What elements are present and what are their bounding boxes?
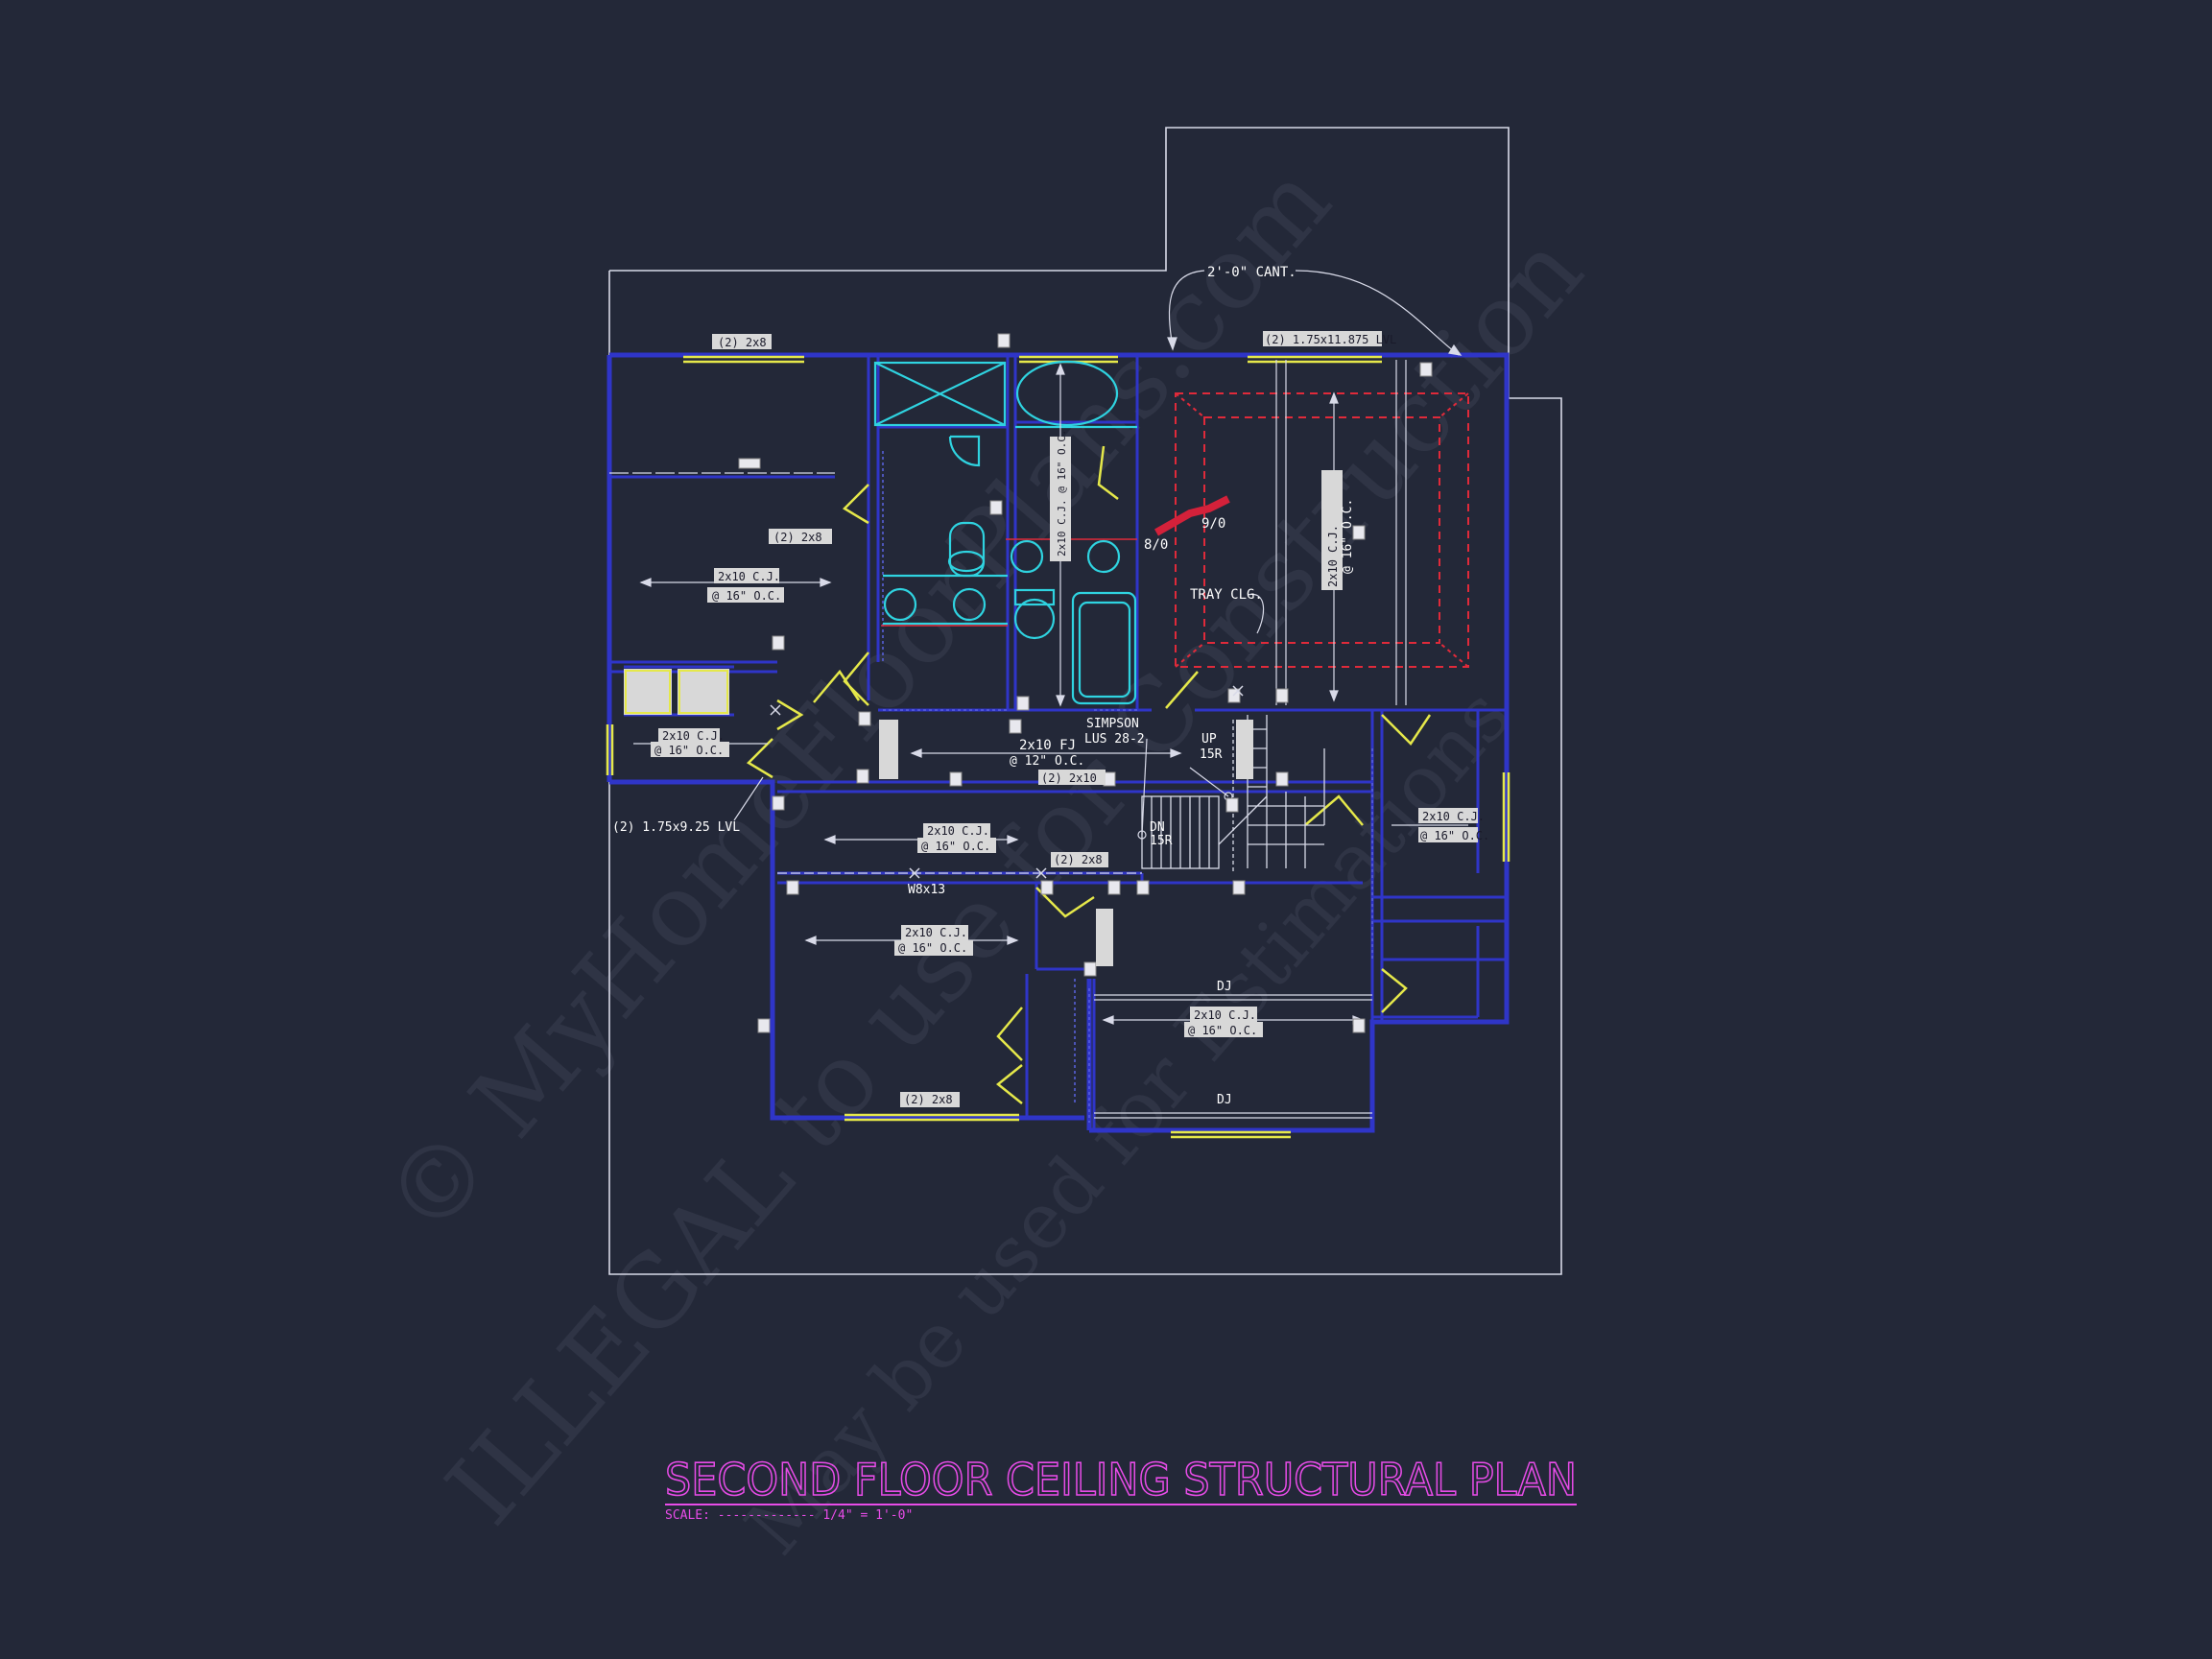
label-d8: 8/0 bbox=[1144, 537, 1168, 553]
leader-lines bbox=[733, 270, 1463, 840]
bath-fixtures bbox=[873, 360, 1137, 705]
label-bath-cj: 2x10 C.J. @ 16" O.C. bbox=[1056, 430, 1068, 557]
label-cj-left-small: 2x10 C.J. bbox=[662, 729, 725, 743]
label-cj-br: 2x10 C.J. bbox=[1194, 1008, 1256, 1022]
window-headers bbox=[606, 355, 1510, 1139]
label-hdr-2x8-mid: (2) 2x8 bbox=[1054, 853, 1103, 866]
label-lvl-top: (2) 1.75x11.875 LVL bbox=[1265, 333, 1396, 346]
label-dn: DN bbox=[1150, 820, 1165, 835]
label-cj-tl: 2x10 C.J. bbox=[718, 570, 780, 583]
label-cj-rmid-oc: @ 16" O.C. bbox=[1420, 829, 1489, 842]
hatched-walls bbox=[882, 451, 1373, 1123]
label-cj-tl-oc: @ 16" O.C. bbox=[712, 589, 781, 603]
column-markers bbox=[770, 685, 1244, 879]
label-right-cj: 2x10 C.J. bbox=[1326, 525, 1340, 587]
callout-boxes bbox=[624, 331, 1478, 1107]
label-hdr-l: (2) 2x8 bbox=[773, 531, 822, 544]
label-cj-left-small-oc: @ 16" O.C. bbox=[654, 744, 724, 757]
drawing-scale: SCALE: ------------- 1/4" = 1'-0" bbox=[665, 1508, 913, 1523]
label-cj-bl: 2x10 C.J. bbox=[905, 926, 967, 939]
label-cj-mid-oc: @ 16" O.C. bbox=[921, 840, 990, 853]
label-up: UP bbox=[1201, 732, 1217, 747]
label-dj-top: DJ bbox=[1217, 980, 1232, 994]
label-cj-bl-oc: @ 16" O.C. bbox=[898, 941, 967, 955]
vertical-callouts bbox=[879, 437, 1343, 966]
beam-lines bbox=[609, 360, 1407, 1119]
label-fj: 2x10 FJ bbox=[1019, 738, 1076, 753]
door-swings bbox=[746, 445, 1432, 1104]
label-hdr-bl: (2) 2x8 bbox=[904, 1093, 953, 1106]
label-hdr-mid: (2) 2x10 bbox=[1041, 771, 1097, 785]
tray-ceiling bbox=[1154, 392, 1469, 668]
label-fj-oc: @ 12" O.C. bbox=[1010, 754, 1084, 769]
label-cant: 2'-0" CANT. bbox=[1207, 265, 1296, 280]
label-cj-rmid: 2x10 C.J. bbox=[1422, 810, 1485, 823]
label-dj-bot: DJ bbox=[1217, 1093, 1232, 1107]
label-tray: TRAY CLG. bbox=[1190, 587, 1263, 603]
drawing-title: SECOND FLOOR CEILING STRUCTURAL PLAN bbox=[665, 1454, 1577, 1505]
label-right-cj-oc: @ 16" O.C. bbox=[1341, 499, 1355, 574]
label-simpson-2: LUS 28-2 bbox=[1084, 732, 1145, 747]
label-hdr-tl: (2) 2x8 bbox=[718, 336, 767, 349]
exterior-walls bbox=[607, 352, 1510, 1133]
label-lvl-left: (2) 1.75x9.25 LVL bbox=[612, 820, 740, 835]
post-markers bbox=[738, 333, 1433, 1033]
label-d9: 9/0 bbox=[1201, 516, 1225, 532]
label-simpson-1: SIMPSON bbox=[1086, 717, 1139, 731]
label-up-r: 15R bbox=[1200, 747, 1223, 762]
label-cj-br-oc: @ 16" O.C. bbox=[1188, 1024, 1257, 1037]
label-cj-mid: 2x10 C.J. bbox=[927, 824, 989, 838]
closet-boxes bbox=[625, 670, 728, 714]
label-dn-r: 15R bbox=[1150, 834, 1173, 848]
label-w8: W8x13 bbox=[908, 883, 945, 897]
